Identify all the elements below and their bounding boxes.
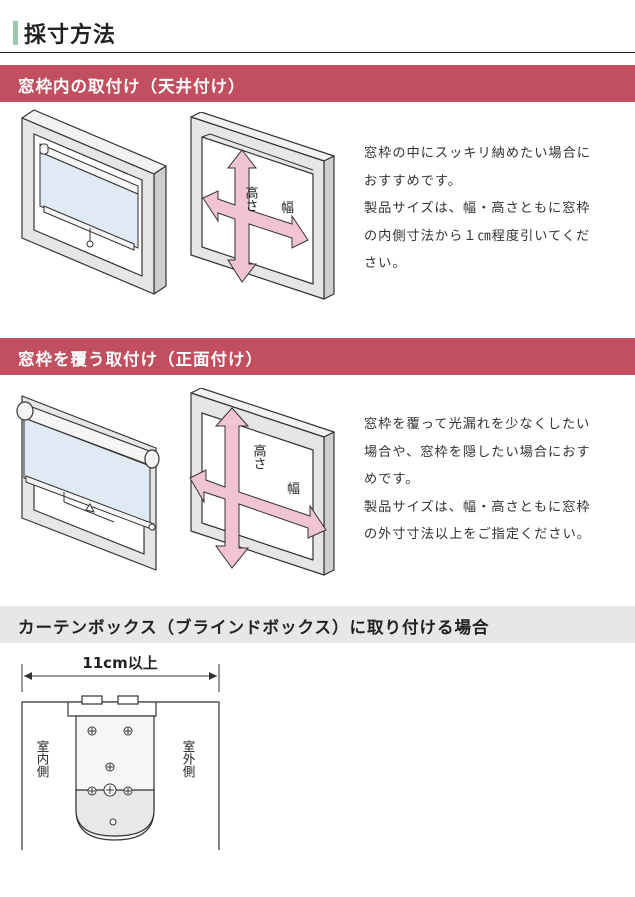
pull-cord-icon <box>85 503 95 513</box>
frame-side-face <box>153 165 167 295</box>
height-label: 高さ <box>251 443 267 470</box>
description-line: の外寸寸法以上をご指定ください。 <box>364 527 591 543</box>
section-heading: 窓枠内の取付け（天井付け） <box>18 77 246 96</box>
inside-mount-blind-illustration <box>21 109 167 295</box>
description-line: 窓枠の中にスッキリ納めたい場合に <box>364 146 591 161</box>
description-line: 製品サイズは、幅・高さともに窓枠 <box>364 499 591 515</box>
double-arrow-icon <box>202 149 309 283</box>
height-label: 高さ <box>243 185 259 212</box>
description-line: 製品サイズは、幅・高さともに窓枠 <box>364 201 591 217</box>
inside-mount-description: 窓枠の中にスッキリ納めたい場合に おすすめです。 製品サイズは、幅・高さともに窓… <box>364 140 626 278</box>
curtain-box-diagram: 11cm以上 室内側 室外側 <box>21 654 220 850</box>
section-heading: 窓枠を覆う取付け（正面付け） <box>18 350 263 369</box>
page-title: 採寸方法 <box>24 23 117 48</box>
indoor-side-label: 室内側 <box>35 739 50 778</box>
section-header-outside-mount: 窓枠を覆う取付け（正面付け） <box>0 338 635 375</box>
blind-bottom-bar <box>43 205 135 251</box>
description-line: めです。 <box>364 472 420 488</box>
section-header-curtain-box: カーテンボックス（ブラインドボックス）に取り付ける場合 <box>0 606 635 643</box>
outside-mount-description: 窓枠を覆って光漏れを少なくしたい 場合や、窓枠を隠したい場合におす めです。 製… <box>364 411 626 549</box>
description-line: さい。 <box>364 256 407 272</box>
inside-mount-measure-illustration: 高さ 幅 <box>190 112 335 300</box>
section-header-inside-mount: 窓枠内の取付け（天井付け） <box>0 65 635 102</box>
double-arrow-icon <box>189 407 327 569</box>
width-label: 幅 <box>287 482 300 497</box>
section-heading: カーテンボックス（ブラインドボックス）に取り付ける場合 <box>18 618 490 637</box>
description-line: の内側寸法から１㎝程度引いてくだ <box>364 228 591 244</box>
pull-cord-icon <box>86 240 94 248</box>
blind-bottom-bar <box>25 475 155 531</box>
width-label: 幅 <box>281 201 294 216</box>
description-line: 窓枠を覆って光漏れを少なくしたい <box>364 417 591 432</box>
title-divider <box>0 52 635 53</box>
outside-mount-blind-illustration <box>16 395 160 571</box>
description-line: 場合や、窓枠を隠したい場合におす <box>364 444 591 460</box>
dimension-label: 11cm以上 <box>82 654 157 672</box>
description-line: おすすめです。 <box>364 173 462 189</box>
outside-mount-measure-illustration: 高さ 幅 <box>189 388 335 576</box>
title-accent-bar <box>13 21 18 45</box>
outdoor-side-label: 室外側 <box>181 739 196 778</box>
bracket-icon <box>67 695 157 841</box>
